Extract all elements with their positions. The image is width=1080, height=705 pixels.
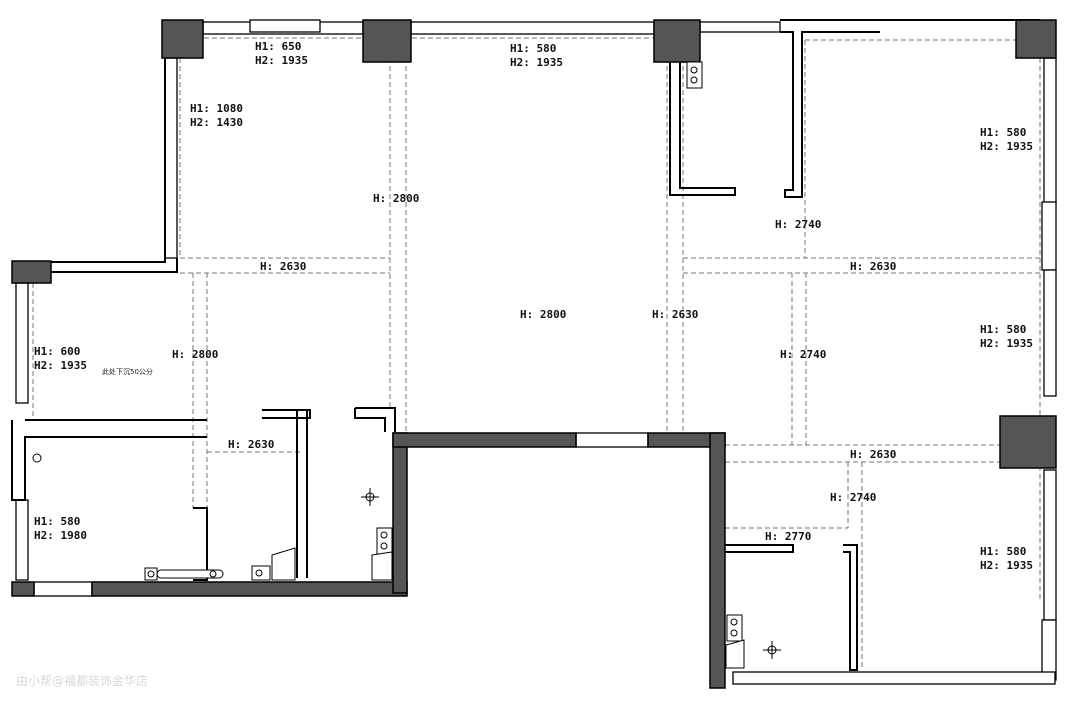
ceiling-height-label: H: 2800 xyxy=(520,308,567,321)
columns xyxy=(11,19,1057,597)
beam-height-label: H: 2630 xyxy=(652,308,699,321)
beam-height-label: H: 2630 xyxy=(850,260,897,273)
beam-height-label: H: 2630 xyxy=(228,438,275,451)
beam-height-label: H: 2770 xyxy=(765,530,812,543)
beam-height-label: H: 2800 xyxy=(172,348,219,361)
fixtures xyxy=(32,61,745,669)
beam-height-label: H: 2630 xyxy=(850,448,897,461)
walls xyxy=(11,19,1040,671)
sunken-floor-note: 此处下沉50公分 xyxy=(102,368,153,376)
beam-height-label: H: 2740 xyxy=(830,491,877,504)
beam-height-label: H: 2740 xyxy=(775,218,822,231)
watermark: 由小帮@福都装饰金华店 xyxy=(16,674,149,688)
heavy-walls xyxy=(91,432,726,689)
beam-height-label: H: 2630 xyxy=(260,260,307,273)
light-walls xyxy=(15,19,1057,685)
beam-height-label: H: 2740 xyxy=(780,348,827,361)
beam-height-label: H: 2800 xyxy=(373,192,420,205)
floor-drain-icons xyxy=(361,488,781,659)
